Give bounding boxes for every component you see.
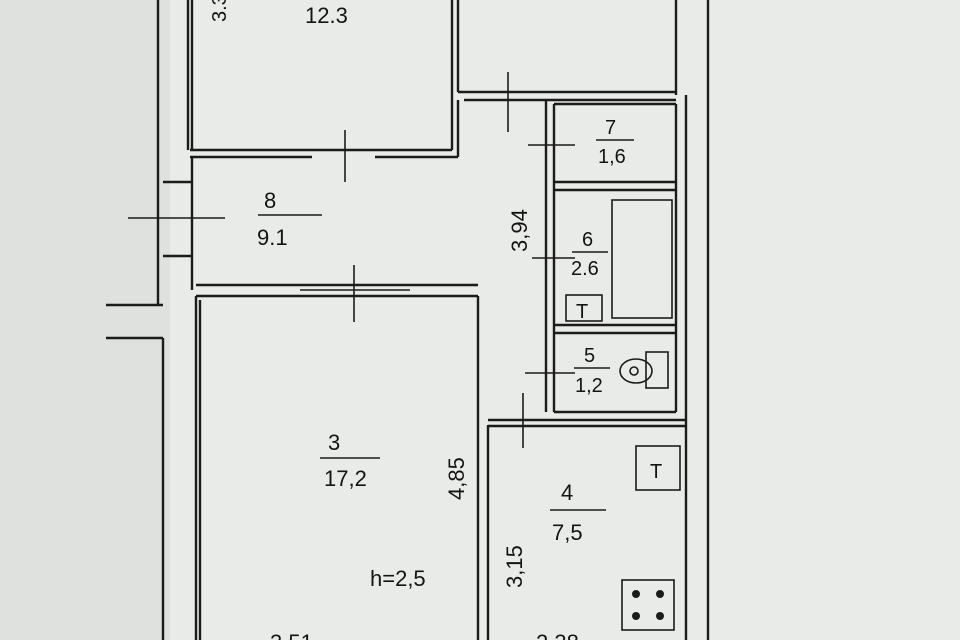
dimension-kitchen-width: 2,38 bbox=[536, 630, 579, 640]
dimension-top-left: 3.3 bbox=[209, 0, 231, 22]
room-area-6: 2.6 bbox=[571, 258, 599, 280]
room-number-7: 7 bbox=[605, 117, 616, 139]
room-hall bbox=[128, 157, 478, 322]
room-number-5: 5 bbox=[584, 345, 595, 367]
room-area-living: 17,2 bbox=[324, 466, 367, 491]
toilet-icon bbox=[619, 351, 669, 389]
wet-rooms bbox=[488, 100, 686, 448]
bathtub-icon bbox=[611, 199, 673, 319]
room-area-top-left: 12.3 bbox=[305, 3, 348, 28]
room-area-5: 1,2 bbox=[575, 375, 603, 397]
room-living bbox=[194, 296, 490, 640]
room-number-6: 6 bbox=[582, 229, 593, 251]
room-area-hall: 9.1 bbox=[257, 225, 288, 250]
room-area-7: 1,6 bbox=[598, 146, 626, 168]
fixture-symbol-bath: T bbox=[576, 301, 588, 323]
room-number-hall: 8 bbox=[264, 188, 276, 213]
room-area-kitchen: 7,5 bbox=[552, 520, 583, 545]
dimension-living-length: 4,85 bbox=[444, 457, 469, 500]
paper-shadow-left bbox=[0, 0, 170, 640]
kitchen-sink-icon bbox=[635, 445, 681, 491]
outer-walls bbox=[106, 0, 710, 640]
ceiling-height: h=2,5 bbox=[370, 566, 426, 591]
dimension-living-width: 3,51 bbox=[270, 630, 313, 640]
corridor-walls bbox=[456, 72, 676, 157]
dimension-kitchen-length: 3,15 bbox=[502, 545, 527, 588]
dimension-corridor: 3,94 bbox=[507, 209, 532, 252]
room-number-living: 3 bbox=[328, 430, 340, 455]
stove-icon bbox=[621, 579, 675, 631]
room-top-left bbox=[190, 0, 460, 182]
sink-icon bbox=[565, 294, 603, 322]
fixture-symbol-kitchen: T bbox=[650, 461, 662, 483]
room-number-kitchen: 4 bbox=[561, 480, 573, 505]
